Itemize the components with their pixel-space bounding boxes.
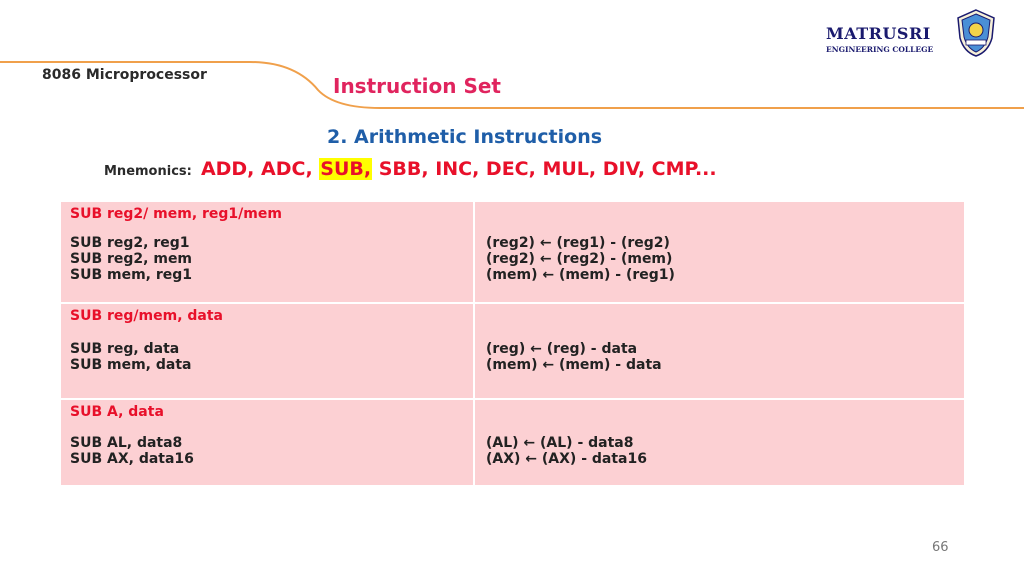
instruction-table: SUB reg2/ mem, reg1/mem SUB reg2, reg1 S… bbox=[60, 201, 965, 486]
course-title: 8086 Microprocessor bbox=[42, 67, 207, 83]
college-brand: MATRUSRI ENGINEERING COLLEGE bbox=[826, 24, 946, 54]
table-cell-right: (reg2) ← (reg1) - (reg2) (reg2) ← (reg2)… bbox=[474, 201, 965, 303]
mnemonics-label: Mnemonics: bbox=[104, 164, 192, 179]
table-cell-right: (AL) ← (AL) - data8 (AX) ← (AX) - data16 bbox=[474, 399, 965, 486]
operation-line: (mem) ← (mem) - data bbox=[486, 357, 662, 373]
section-title: Instruction Set bbox=[333, 74, 501, 98]
mnemonics-highlight: SUB, bbox=[319, 158, 373, 180]
page-number: 66 bbox=[932, 540, 949, 555]
instruction-examples: SUB reg2, reg1 SUB reg2, mem SUB mem, re… bbox=[70, 235, 192, 283]
instruction-form: SUB reg/mem, data bbox=[70, 308, 224, 324]
table-cell-right: (reg) ← (reg) - data (mem) ← (mem) - dat… bbox=[474, 303, 965, 399]
instruction-line: SUB reg2, mem bbox=[70, 251, 193, 267]
slide-subtitle: 2. Arithmetic Instructions bbox=[327, 126, 603, 148]
operation-line: (reg) ← (reg) - data bbox=[486, 341, 638, 357]
table-cell-left: SUB reg/mem, data SUB reg, data SUB mem,… bbox=[60, 303, 474, 399]
mnemonics-line: Mnemonics: ADD, ADC, SUB, SBB, INC, DEC,… bbox=[104, 158, 717, 180]
operation-line: (reg2) ← (reg2) - (mem) bbox=[486, 251, 673, 267]
operation-descriptions: (AL) ← (AL) - data8 (AX) ← (AX) - data16 bbox=[486, 435, 647, 467]
mnemonics-list: ADD, ADC, SUB, SBB, INC, DEC, MUL, DIV, … bbox=[201, 158, 717, 180]
operation-line: (AL) ← (AL) - data8 bbox=[486, 435, 634, 451]
operation-line: (reg2) ← (reg1) - (reg2) bbox=[486, 235, 670, 251]
instruction-line: SUB AX, data16 bbox=[70, 451, 194, 467]
table-cell-left: SUB reg2/ mem, reg1/mem SUB reg2, reg1 S… bbox=[60, 201, 474, 303]
college-logo-icon bbox=[957, 9, 995, 57]
instruction-form: SUB A, data bbox=[70, 404, 164, 420]
operation-line: (AX) ← (AX) - data16 bbox=[486, 451, 647, 467]
header-swoosh-divider bbox=[0, 61, 1024, 109]
instruction-form: SUB reg2/ mem, reg1/mem bbox=[70, 206, 282, 222]
instruction-line: SUB AL, data8 bbox=[70, 435, 183, 451]
operation-descriptions: (reg) ← (reg) - data (mem) ← (mem) - dat… bbox=[486, 341, 662, 373]
mnemonics-before: ADD, ADC, bbox=[200, 158, 320, 180]
operation-line: (mem) ← (mem) - (reg1) bbox=[486, 267, 675, 283]
mnemonics-after: SBB, INC, DEC, MUL, DIV, CMP... bbox=[372, 158, 717, 180]
college-subtitle: ENGINEERING COLLEGE bbox=[826, 45, 934, 54]
instruction-line: SUB reg2, reg1 bbox=[70, 235, 190, 251]
instruction-examples: SUB AL, data8 SUB AX, data16 bbox=[70, 435, 194, 467]
table-cell-left: SUB A, data SUB AL, data8 SUB AX, data16 bbox=[60, 399, 474, 486]
instruction-line: SUB mem, reg1 bbox=[70, 267, 193, 283]
instruction-line: SUB mem, data bbox=[70, 357, 192, 373]
operation-descriptions: (reg2) ← (reg1) - (reg2) (reg2) ← (reg2)… bbox=[486, 235, 675, 283]
college-name: MATRUSRI bbox=[826, 24, 931, 43]
instruction-examples: SUB reg, data SUB mem, data bbox=[70, 341, 191, 373]
instruction-line: SUB reg, data bbox=[70, 341, 180, 357]
